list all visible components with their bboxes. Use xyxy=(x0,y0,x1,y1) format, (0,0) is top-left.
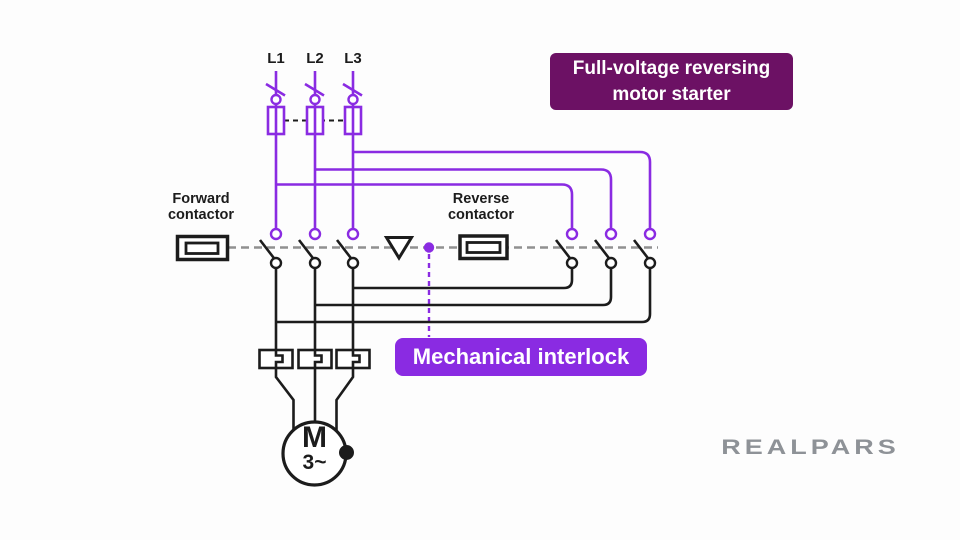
contact-blade xyxy=(258,239,277,261)
phase-label-l3: L3 xyxy=(344,50,362,67)
overload-relay-symbol-1 xyxy=(258,348,294,370)
motor-letter: M xyxy=(302,421,327,454)
branch-l1-to-reverse xyxy=(276,183,574,229)
forward-contactor-label: Forward contactor xyxy=(167,191,235,223)
contact-blade xyxy=(297,239,316,261)
supply-phase-l1 xyxy=(265,71,574,229)
phase-crossover-lines xyxy=(276,268,652,324)
branch-l3-to-reverse xyxy=(353,150,652,229)
mechanical-interlock-link-dot xyxy=(423,242,435,253)
supply-phase-l3 xyxy=(342,71,652,229)
motor-symbol xyxy=(281,420,354,487)
disconnect-blade-l2 xyxy=(304,82,325,97)
mechanical-interlock-triangle-symbol xyxy=(383,236,415,261)
phase-label-l2: L2 xyxy=(306,50,324,67)
reverse-contactor-contacts xyxy=(554,227,657,270)
disconnect-contact-l1 xyxy=(270,93,282,106)
disconnect-contact-l2 xyxy=(309,93,321,106)
load-side-lines xyxy=(274,268,652,450)
overload-relay-symbol-2 xyxy=(297,348,333,370)
contact-blade xyxy=(335,239,354,261)
reverse-return-to-t3 xyxy=(353,268,574,290)
disconnect-blade-l1 xyxy=(265,82,286,97)
forward-contactor-contacts xyxy=(258,227,360,270)
realpars-logo: REALPARS xyxy=(721,435,900,459)
disconnect-blade-l3 xyxy=(342,82,363,97)
reverse-contactor-label: Reverse contactor xyxy=(447,191,515,223)
branch-l2-to-reverse xyxy=(315,168,613,229)
contact-blade xyxy=(632,239,651,261)
forward-contactor-coil-symbol xyxy=(175,234,230,262)
motor-lead-left xyxy=(274,368,295,450)
motor-terminal-dot xyxy=(339,445,354,460)
supply-phase-l2 xyxy=(304,71,613,229)
reverse-return-to-t2 xyxy=(315,268,613,307)
title-callout: Full-voltage reversing motor starter xyxy=(550,53,793,110)
overload-relay-symbol-3 xyxy=(335,348,371,370)
overload-relay-symbols xyxy=(258,348,371,370)
reverse-contactor-coil-symbol xyxy=(458,234,509,261)
motor-lead-right xyxy=(335,368,355,450)
phase-label-l1: L1 xyxy=(267,50,285,67)
contact-blade xyxy=(554,239,573,261)
interlock-callout: Mechanical interlock xyxy=(395,338,647,376)
motor-phase-label: 3~ xyxy=(302,451,327,474)
supply-lines xyxy=(265,71,652,229)
reverse-return-to-t1 xyxy=(276,268,652,324)
disconnect-contact-l3 xyxy=(347,93,359,106)
contact-blade xyxy=(593,239,612,261)
